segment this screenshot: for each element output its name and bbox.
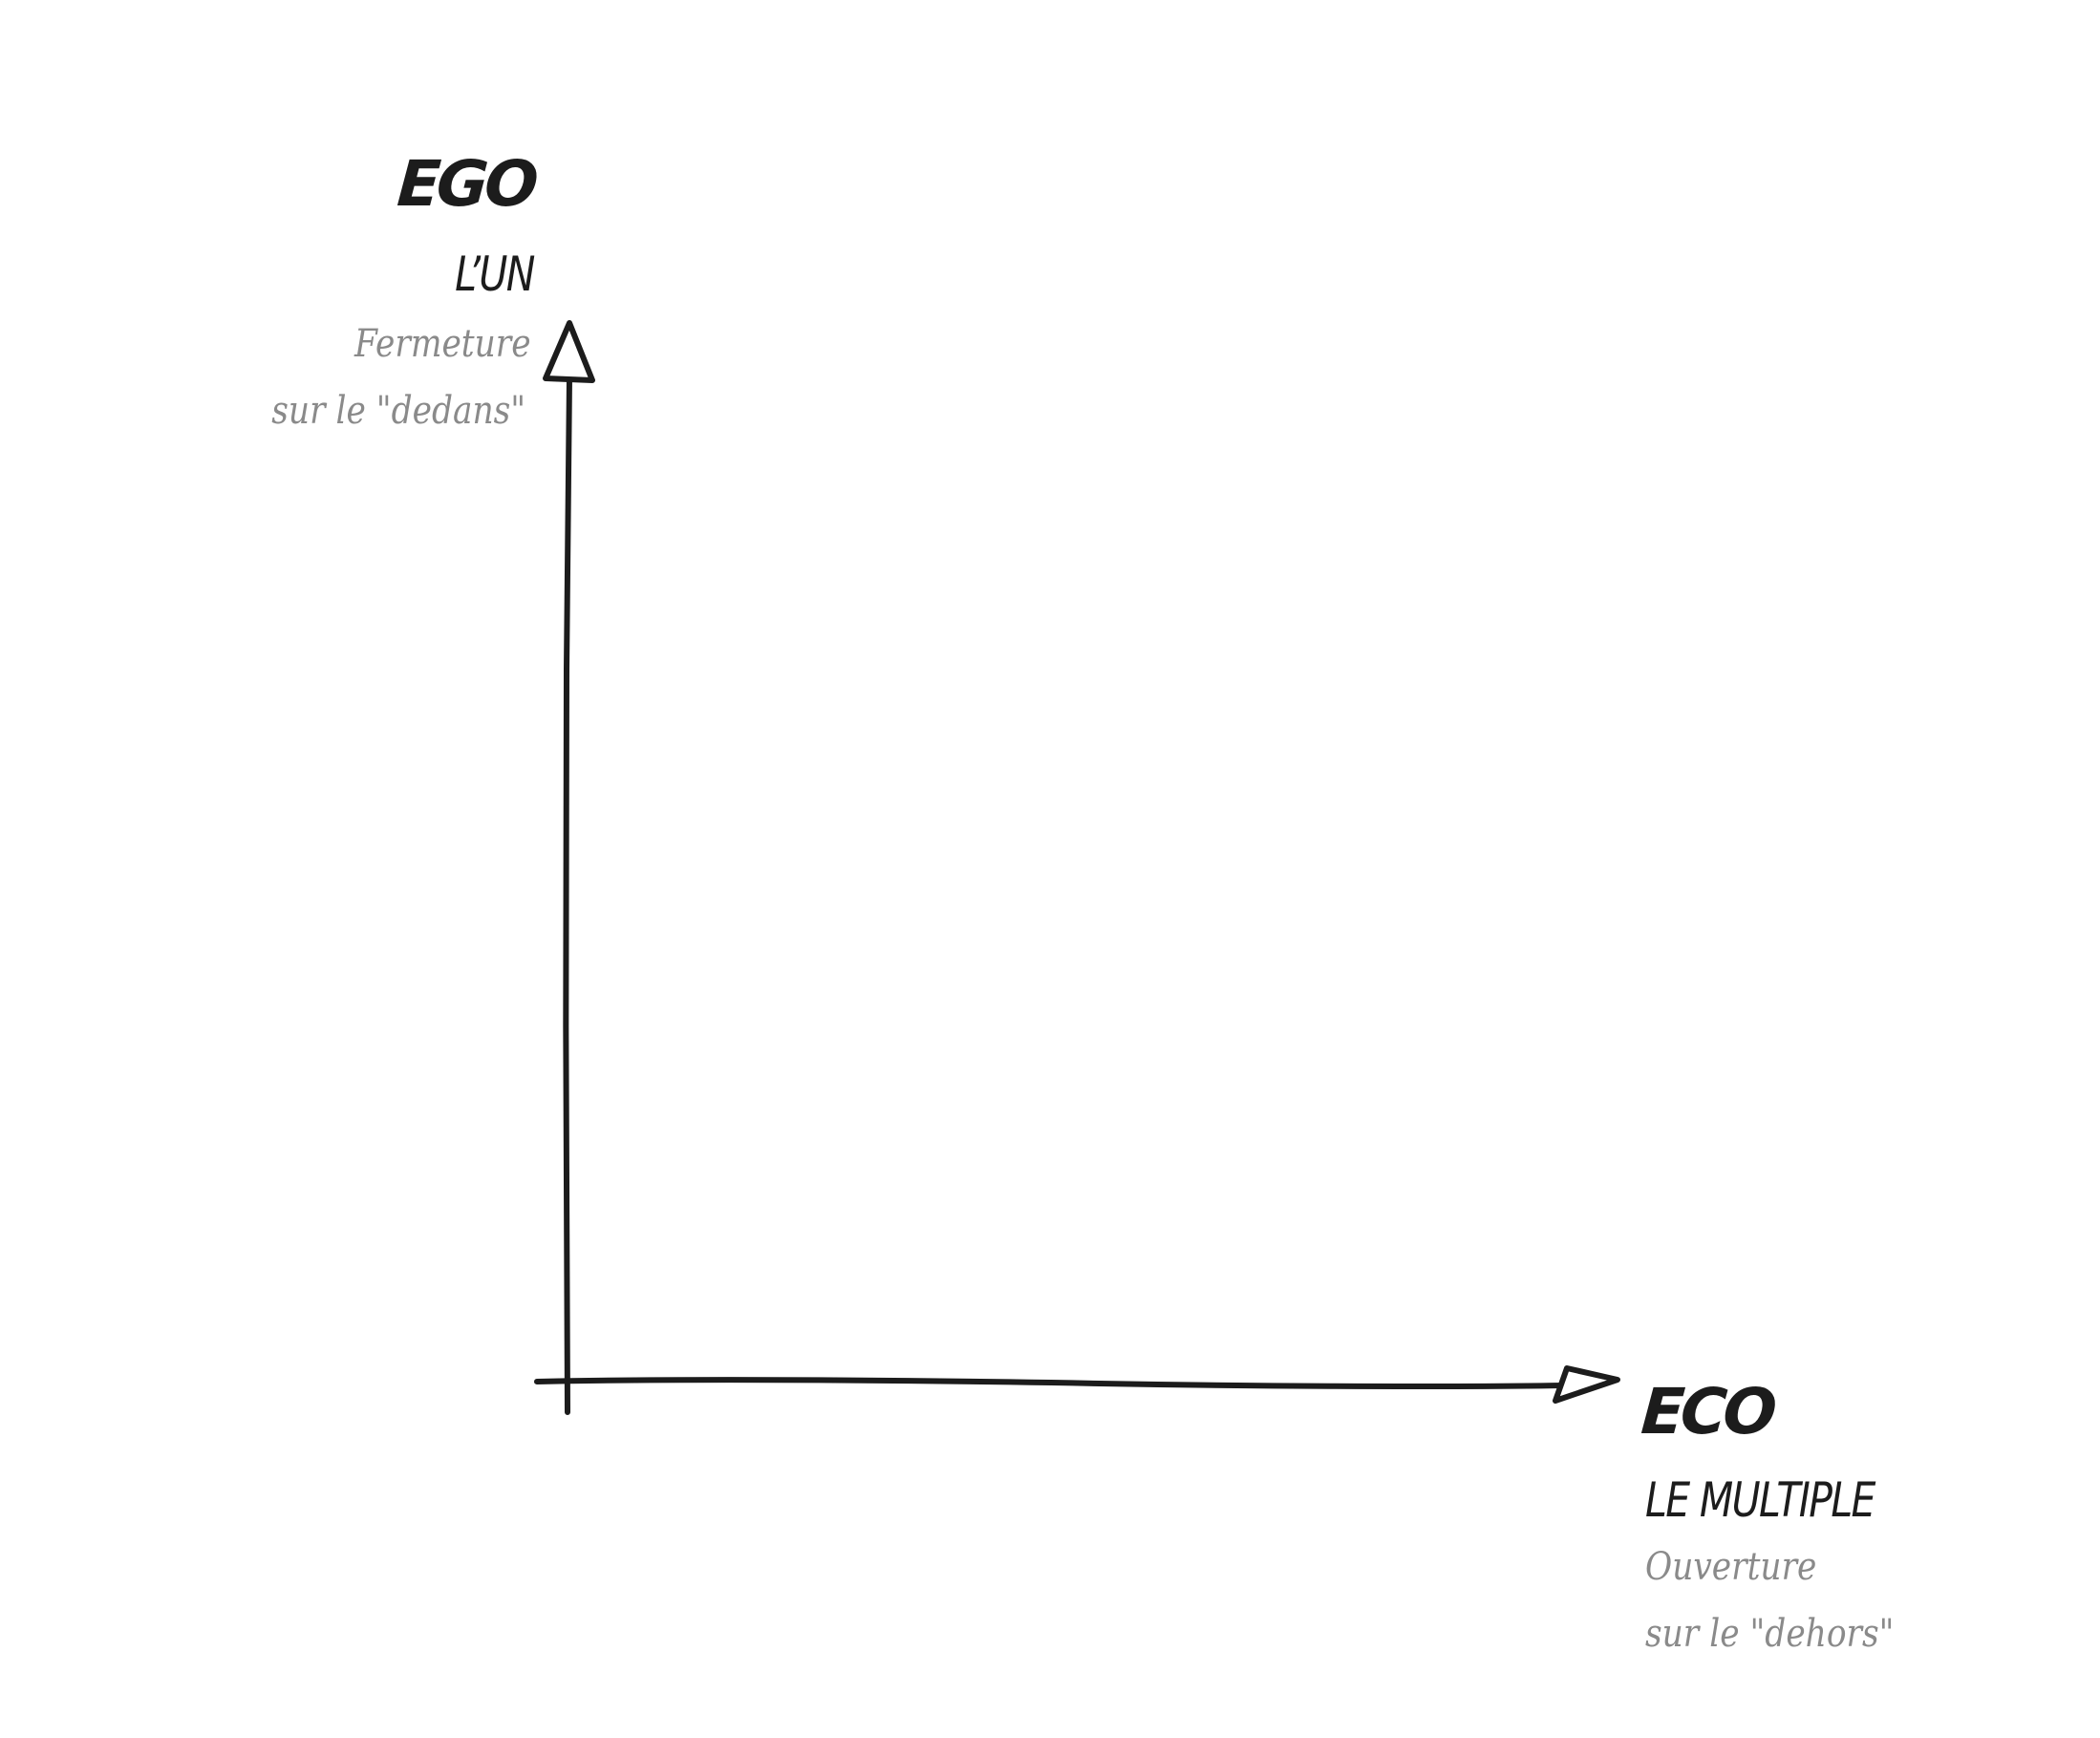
eco-axis-title: ECO	[1639, 1375, 1776, 1448]
ego-axis-description-line1: Fermeture	[354, 322, 531, 366]
horizontal-axis-arrowhead	[1553, 1365, 1620, 1404]
vertical-axis-line	[563, 375, 572, 1415]
horizontal-axis-line	[534, 1377, 1570, 1389]
eco-axis-subtitle: LE MULTIPLE	[1645, 1472, 1875, 1528]
eco-axis-description-line1: Ouverture	[1645, 1545, 1817, 1589]
ego-axis-description-line2: sur le "dedans"	[271, 389, 525, 433]
ego-axis-subtitle: L’UN	[455, 247, 535, 302]
ego-axis-title: EGO	[394, 147, 537, 221]
vertical-axis-arrowhead	[543, 320, 595, 383]
eco-axis-description-line2: sur le "dehors"	[1645, 1612, 1895, 1656]
